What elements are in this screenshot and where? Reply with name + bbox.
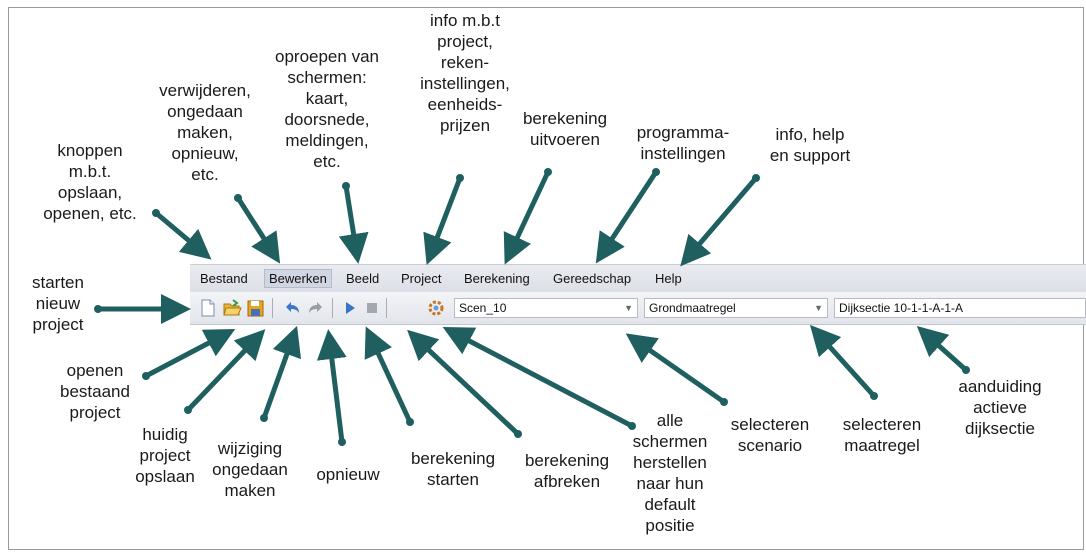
chevron-down-icon: ▼	[814, 303, 823, 313]
label-verwijderen: verwijderen, ongedaan maken, opnieuw, et…	[159, 81, 251, 184]
play-icon[interactable]	[340, 298, 360, 318]
menu-project[interactable]: Project	[401, 271, 442, 286]
menu-bestand[interactable]: Bestand	[200, 271, 248, 286]
menu-beeld[interactable]: Beeld	[346, 271, 380, 286]
toolbar: Scen_10 ▼ Grondmaatregel ▼ Dijksectie 10…	[190, 292, 1086, 325]
save-icon[interactable]	[246, 298, 266, 318]
toolbar-separator	[272, 298, 273, 318]
arrow-knoppen	[152, 209, 212, 260]
stop-icon[interactable]	[362, 298, 382, 318]
label-berekening-afbreken: berekening afbreken	[524, 451, 610, 491]
menu-bewerken[interactable]: Bewerken	[264, 269, 332, 288]
label-selecteren-scenario: selecteren scenario	[730, 415, 810, 455]
label-berekening-starten: berekening starten	[410, 449, 496, 489]
dijksectie-field[interactable]: Dijksectie 10-1-1-A-1-A	[834, 298, 1086, 318]
label-knoppen: knoppen m.b.t. opslaan, openen, etc.	[43, 141, 137, 223]
label-wijziging: wijziging ongedaan maken	[212, 439, 288, 500]
label-programma: programma- instellingen	[636, 123, 730, 163]
dijksectie-field-value: Dijksectie 10-1-1-A-1-A	[839, 301, 964, 315]
undo-icon[interactable]	[282, 298, 302, 318]
arrow-openen	[142, 329, 236, 380]
arrow-info-help	[680, 174, 760, 267]
menu-gereedschap[interactable]: Gereedschap	[553, 271, 632, 286]
maatregel-select[interactable]: Grondmaatregel ▼	[644, 298, 828, 318]
label-info-project: info m.b.t project, reken- instellingen,…	[420, 11, 510, 135]
maatregel-select-value: Grondmaatregel	[649, 301, 736, 315]
menu-bar: Bestand Bewerken Beeld Project Berekenin…	[190, 264, 1086, 293]
arrow-selecteren-scenario	[625, 333, 728, 406]
arrow-starten	[94, 294, 191, 324]
label-oproepen: oproepen van schermen: kaart, doorsnede,…	[275, 47, 379, 171]
scenario-select-value: Scen_10	[459, 301, 507, 315]
arrow-verwijderen	[234, 194, 281, 264]
arrow-wijziging	[260, 325, 302, 422]
arrow-huidig	[184, 329, 266, 414]
arrow-opnieuw	[316, 329, 347, 446]
open-folder-icon[interactable]	[222, 298, 242, 318]
label-selecteren-maatregel: selecteren maatregel	[842, 415, 922, 455]
label-aanduiding: aanduiding actieve dijksectie	[958, 377, 1042, 438]
label-opnieuw: opnieuw	[316, 465, 380, 484]
label-starten: starten nieuw project	[32, 273, 84, 334]
arrow-berekening-afbreken	[407, 329, 522, 438]
label-berekening-uitvoeren: berekening uitvoeren	[522, 109, 608, 149]
redo-icon[interactable]	[306, 298, 326, 318]
label-info-help: info, help en support	[769, 125, 851, 165]
label-alle-schermen: alle schermen herstellen naar hun defaul…	[632, 411, 708, 535]
label-openen: openen bestaand project	[60, 361, 130, 422]
toolbar-separator	[332, 298, 333, 318]
chevron-down-icon: ▼	[624, 303, 633, 313]
arrow-oproepen	[338, 182, 369, 264]
new-file-icon[interactable]	[198, 298, 218, 318]
arrow-info-project	[423, 174, 464, 266]
menu-help[interactable]: Help	[655, 271, 682, 286]
label-huidig: huidig project opslaan	[135, 425, 195, 486]
toolbar-separator	[386, 298, 387, 318]
reset-layout-icon[interactable]	[426, 298, 446, 318]
arrow-alle-schermen	[442, 327, 636, 430]
menu-berekening[interactable]: Berekening	[464, 271, 530, 286]
arrow-berekening-starten	[364, 326, 414, 426]
arrow-selecteren-maatregel	[809, 324, 878, 400]
scenario-select[interactable]: Scen_10 ▼	[454, 298, 638, 318]
arrow-programma	[595, 168, 660, 264]
arrow-berekening-uitvoeren	[503, 168, 552, 265]
arrow-aanduiding	[916, 325, 970, 374]
